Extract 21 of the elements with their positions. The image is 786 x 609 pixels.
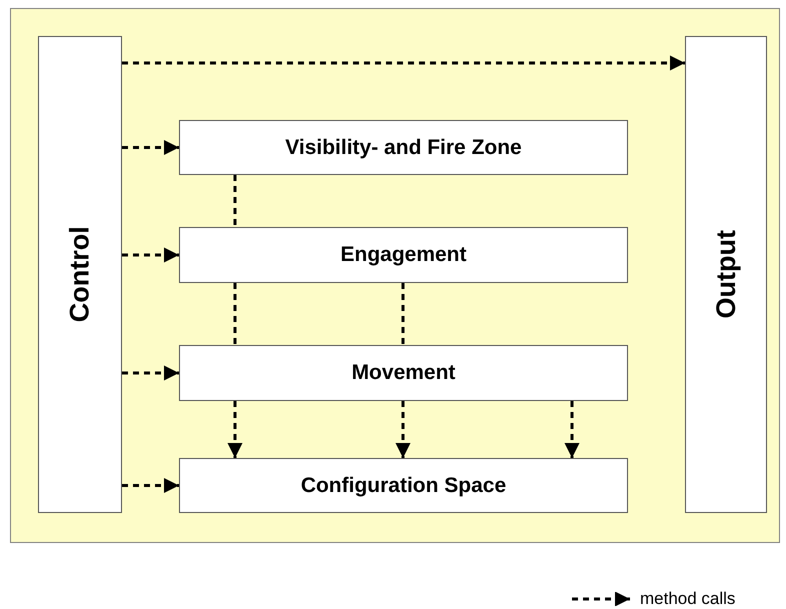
node-label: Control [64,226,96,322]
node-label: Output [710,230,742,319]
arrow [122,478,179,493]
side-panel [685,36,767,513]
side-panel [38,36,122,513]
legend-label: method calls [640,588,736,609]
layer-box [179,458,628,513]
layer-box [179,227,628,283]
node-label: Engagement [340,242,467,268]
node-label: Movement [352,360,456,386]
arrow [122,56,685,70]
arrow [122,248,179,262]
arrow [228,401,242,458]
arrow [122,140,179,155]
arrow [564,401,580,458]
node-label: Visibility- and Fire Zone [285,134,522,161]
arrow [396,401,410,458]
arrow [122,366,179,380]
layer-box [179,345,628,401]
layer-box [179,120,628,175]
node-label: Configuration Space [300,472,506,499]
